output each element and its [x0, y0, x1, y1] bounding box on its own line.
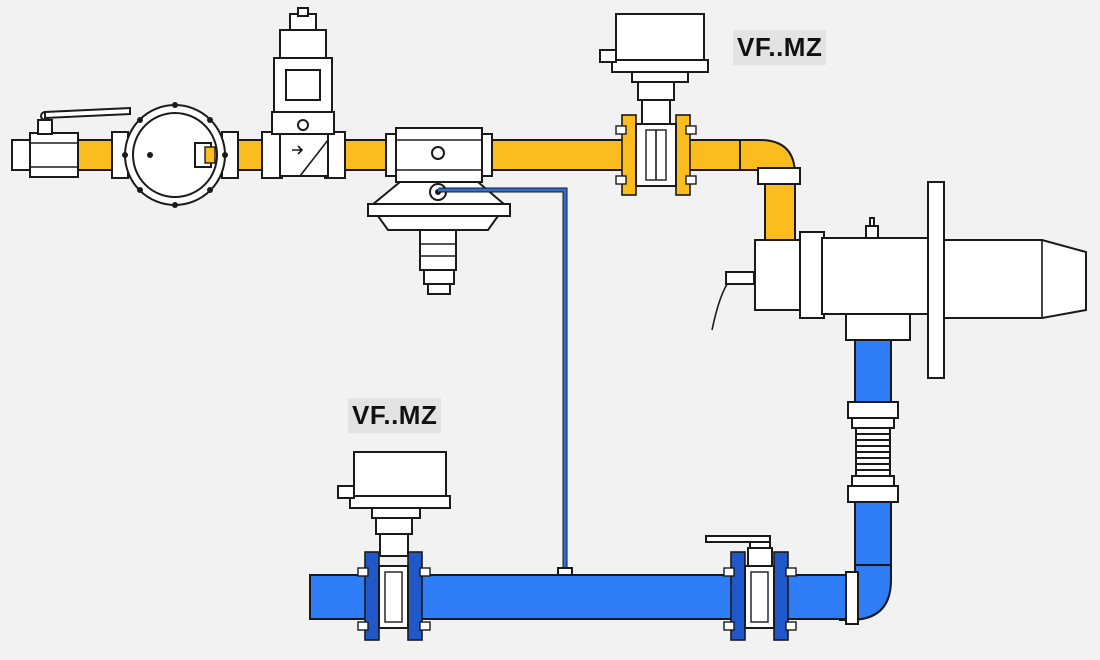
- valve-label-bottom: VF..MZ: [348, 398, 442, 433]
- valve-label-top: VF..MZ: [733, 30, 827, 65]
- bellows-compensator: [847, 401, 899, 503]
- gas-filter-round: [111, 102, 239, 208]
- impulse-tap: [557, 567, 573, 576]
- butterfly-valve-top: [599, 13, 709, 196]
- butterfly-valve-bottom: [337, 451, 451, 641]
- pressure-regulator: [367, 127, 511, 295]
- ball-valve: [11, 106, 131, 178]
- impulse-line: [436, 187, 568, 575]
- burner: [711, 181, 1087, 379]
- manual-butterfly-valve: [705, 535, 797, 641]
- solenoid-valve: [261, 7, 346, 179]
